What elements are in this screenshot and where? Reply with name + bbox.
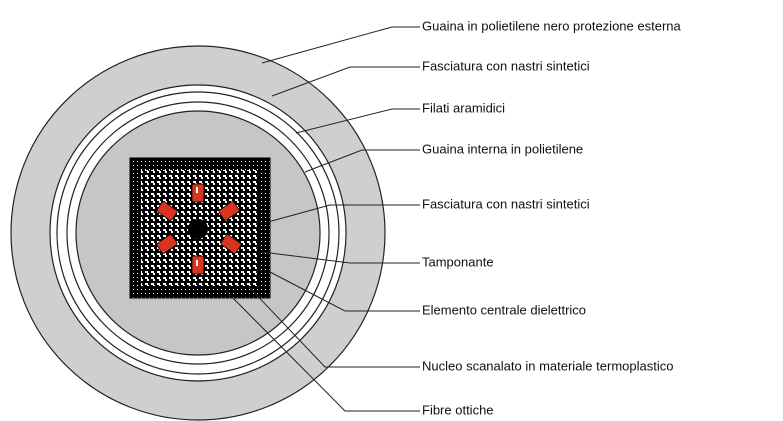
central-dielectric-element bbox=[188, 219, 208, 239]
leader-line-5 bbox=[267, 204, 420, 223]
leader-line-8 bbox=[247, 285, 420, 368]
label-synthetic-tape-outer: Fasciatura con nastri sintetici bbox=[422, 58, 590, 73]
leader-line-4 bbox=[304, 149, 420, 173]
label-synthetic-tape-inner: Fasciatura con nastri sintetici bbox=[422, 196, 590, 211]
fiber-lower-right bbox=[220, 234, 242, 254]
leader-line-9 bbox=[225, 290, 420, 412]
label-filler: Tamponante bbox=[422, 254, 494, 269]
leader-line-6 bbox=[261, 251, 420, 264]
leader-lines bbox=[225, 26, 420, 412]
label-aramid-yarns: Filati aramidici bbox=[422, 100, 505, 115]
label-slotted-core: Nucleo scanalato in materiale termoplast… bbox=[422, 358, 673, 373]
fiber-lower-left bbox=[156, 234, 178, 254]
label-central-element: Elemento centrale dielettrico bbox=[422, 302, 586, 317]
fiber-upper-right bbox=[218, 201, 240, 221]
label-optical-fibers: Fibre ottiche bbox=[422, 402, 494, 417]
optical-fibers bbox=[156, 183, 242, 275]
leader-line-3 bbox=[295, 108, 420, 134]
leader-line-1 bbox=[261, 26, 420, 64]
fiber-upper-left bbox=[156, 201, 178, 221]
label-outer-sheath: Guaina in polietilene nero protezione es… bbox=[422, 18, 682, 33]
leader-line-2 bbox=[271, 66, 420, 97]
label-inner-sheath: Guaina interna in polietilene bbox=[422, 141, 583, 156]
leader-line-7 bbox=[269, 271, 420, 312]
